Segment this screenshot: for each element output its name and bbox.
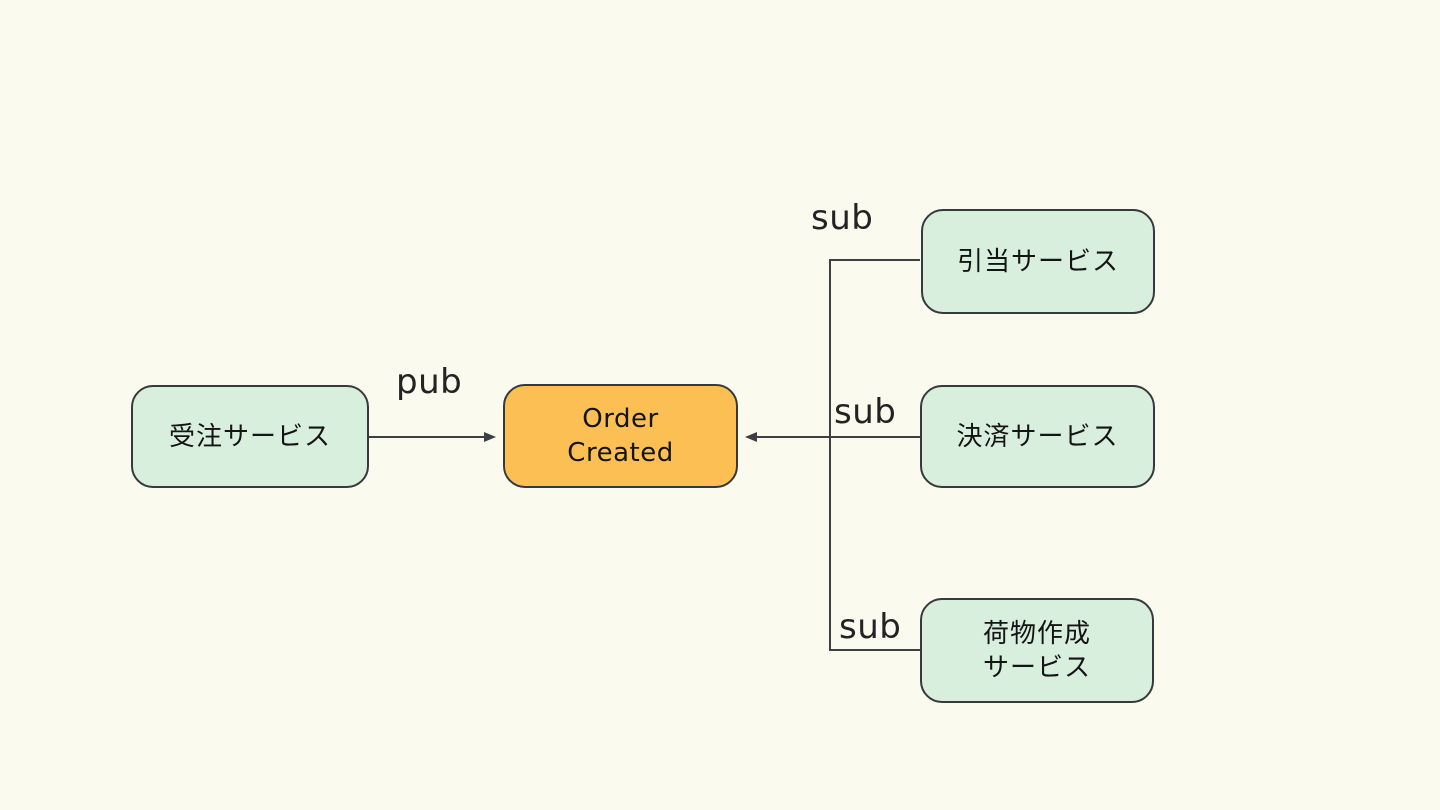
- sub-bus-line: [829, 259, 920, 651]
- node-payment-service: 決済サービス: [920, 385, 1155, 488]
- node-package-creation-service: 荷物作成 サービス: [920, 598, 1154, 703]
- edge-label-sub-allocation: sub: [811, 198, 874, 238]
- node-order-created-line1: Order: [582, 404, 659, 434]
- edge-label-pub: pub: [396, 362, 463, 402]
- node-payment-service-label: 決済サービス: [956, 421, 1119, 452]
- node-allocation-service-label: 引当サービス: [956, 246, 1119, 277]
- node-order-service-label: 受注サービス: [168, 421, 331, 452]
- node-order-created-line2: Created: [567, 438, 674, 468]
- node-order-service: 受注サービス: [131, 385, 369, 488]
- edge-label-sub-payment: sub: [834, 392, 897, 432]
- node-order-created-event: Order Created: [503, 384, 738, 488]
- node-package-creation-line2: サービス: [982, 652, 1091, 683]
- node-package-creation-line1: 荷物作成: [982, 618, 1091, 649]
- edge-label-sub-package: sub: [839, 607, 902, 647]
- node-allocation-service: 引当サービス: [921, 209, 1155, 314]
